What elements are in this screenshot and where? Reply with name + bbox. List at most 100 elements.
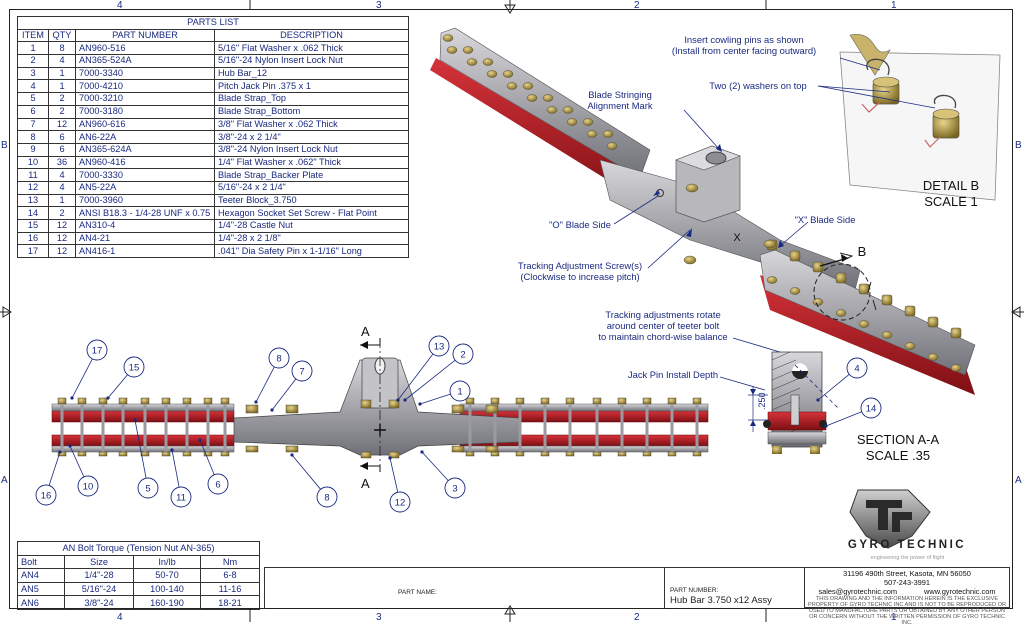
parts-cell-description: Blade Strap_Backer Plate <box>214 168 409 182</box>
note-blade-stringing-line2: Alignment Mark <box>587 100 653 111</box>
parts-cell-description: Blade Strap_Bottom <box>214 104 409 119</box>
zone-top-1: 1 <box>891 0 897 11</box>
note-blade-stringing-line1: Blade Stringing <box>588 89 652 100</box>
parts-cell-part-number: 7000-4210 <box>75 79 215 94</box>
parts-cell-part-number: AN960-516 <box>75 41 215 56</box>
parts-cell-item: 12 <box>17 180 49 195</box>
company-website[interactable]: www.gyrotechnic.com <box>924 587 996 596</box>
parts-cell-item: 3 <box>17 66 49 81</box>
company-tagline: engineering the power of flight <box>870 555 945 561</box>
parts-cell-qty: 1 <box>48 66 76 81</box>
note-blade-stringing: Blade Stringing Alignment Mark <box>560 89 680 111</box>
note-tracking-screw-line1: Tracking Adjustment Screw(s) <box>517 260 643 271</box>
parts-cell-qty: 1 <box>48 193 76 208</box>
parts-cell-qty: 2 <box>48 104 76 119</box>
note-two-washers: Two (2) washers on top <box>709 80 807 91</box>
parts-cell-item: 13 <box>17 193 49 208</box>
note-tracking-rotate-line1: Tracking adjustments rotate <box>605 309 721 320</box>
company-address: 31196 490th Street, Kasota, MN 56050 <box>843 569 971 578</box>
note-tracking-rotate-line2: around center of teeter bolt <box>606 320 720 331</box>
parts-cell-item: 2 <box>17 54 49 68</box>
parts-cell-item: 6 <box>17 104 49 119</box>
title-block: 31196 490th Street, Kasota, MN 56050 507… <box>804 567 1010 626</box>
zone-bottom-1: 1 <box>891 612 897 623</box>
parts-cell-part-number: AN5-22A <box>75 180 215 195</box>
part-number-label: PART NUMBER: <box>670 587 719 594</box>
company-email[interactable]: sales@gyrotechnic.com <box>818 587 898 596</box>
note-insert-pins-line2: (Install from center facing outward) <box>671 45 817 56</box>
torque-cell-size: 1/4"-28 <box>64 568 134 583</box>
x-mark-label: X <box>733 232 741 244</box>
parts-cell-description: Hub Bar_12 <box>214 66 409 81</box>
parts-cell-description: 1/4" Flat Washer x .062" Thick <box>214 155 409 170</box>
parts-cell-qty: 1 <box>48 79 76 94</box>
torque-header-bolt: Bolt <box>17 554 65 570</box>
parts-cell-qty: 36 <box>48 155 76 170</box>
parts-cell-description: Hexagon Socket Set Screw - Flat Point <box>214 206 409 220</box>
parts-header-item: ITEM <box>17 28 49 43</box>
parts-cell-item: 8 <box>17 130 49 144</box>
detail-b-marker: B <box>857 244 867 259</box>
parts-cell-part-number: AN960-416 <box>75 155 215 170</box>
zone-top-2: 2 <box>634 0 640 11</box>
torque-cell-inlb: 160-190 <box>133 595 201 610</box>
title-strip <box>264 567 804 609</box>
parts-cell-description: 3/8" Flat Washer x .062 Thick <box>214 117 409 132</box>
section-title: SECTION A-A <box>856 432 940 447</box>
parts-cell-item: 15 <box>17 219 49 233</box>
note-tracking-rotate: Tracking adjustments rotate around cente… <box>588 309 738 342</box>
parts-cell-description: 5/16"-24 x 2 1/4" <box>214 180 409 195</box>
note-o-blade-side: "O" Blade Side <box>549 219 611 230</box>
torque-header-nm: Nm <box>200 554 260 570</box>
parts-cell-part-number: AN365-524A <box>75 54 215 68</box>
torque-cell-size: 3/8"-24 <box>64 595 134 610</box>
parts-cell-description: Teeter Block_3.750 <box>214 193 409 208</box>
zone-left-a: A <box>1 475 8 486</box>
note-insert-pins: Insert cowling pins as shown (Install fr… <box>655 34 833 56</box>
parts-cell-description: Blade Strap_Top <box>214 92 409 106</box>
company-disclaimer: THIS DRAWING AND THE INFORMATION HEREIN … <box>808 596 1006 626</box>
parts-cell-qty: 6 <box>48 142 76 157</box>
parts-cell-description: 5/16" Flat Washer x .062 Thick <box>214 41 409 56</box>
section-caption: SECTION A-A SCALE .35 <box>842 432 954 464</box>
torque-cell-bolt: AN5 <box>17 581 65 597</box>
part-number-value: Hub Bar 3.750 x12 Assy <box>670 595 772 606</box>
zone-top-4: 4 <box>117 0 123 11</box>
torque-cell-inlb: 100-140 <box>133 581 201 597</box>
parts-cell-part-number: 7000-3340 <box>75 66 215 81</box>
parts-cell-part-number: AN960-616 <box>75 117 215 132</box>
parts-cell-description: 1/4"-28 Castle Nut <box>214 219 409 233</box>
parts-cell-qty: 4 <box>48 54 76 68</box>
parts-cell-qty: 6 <box>48 130 76 144</box>
parts-cell-description: 3/8"-24 x 2 1/4" <box>214 130 409 144</box>
parts-cell-qty: 12 <box>48 231 76 246</box>
torque-cell-nm: 6-8 <box>200 568 260 583</box>
parts-cell-part-number: 7000-3330 <box>75 168 215 182</box>
company-name: GYRO TECHNIC <box>847 539 967 551</box>
parts-cell-item: 16 <box>17 231 49 246</box>
parts-cell-part-number: AN310-4 <box>75 219 215 233</box>
parts-cell-item: 11 <box>17 168 49 182</box>
torque-cell-size: 5/16"-24 <box>64 581 134 597</box>
parts-cell-description: 3/8"-24 Nylon Insert Lock Nut <box>214 142 409 157</box>
title-strip-divider <box>664 567 665 609</box>
zone-right-a: A <box>1015 475 1022 486</box>
note-jack-pin-depth: Jack Pin Install Depth <box>627 369 719 380</box>
parts-cell-qty: 12 <box>48 117 76 132</box>
parts-cell-part-number: AN4-21 <box>75 231 215 246</box>
section-scale: SCALE .35 <box>865 448 931 463</box>
part-name-label: PART NAME: <box>398 589 438 596</box>
parts-cell-description: 1/4"-28 x 2 1/8" <box>214 231 409 246</box>
torque-table: AN Bolt Torque (Tension Nut AN-365) Bolt… <box>17 541 260 610</box>
torque-cell-nm: 11-16 <box>200 581 260 597</box>
